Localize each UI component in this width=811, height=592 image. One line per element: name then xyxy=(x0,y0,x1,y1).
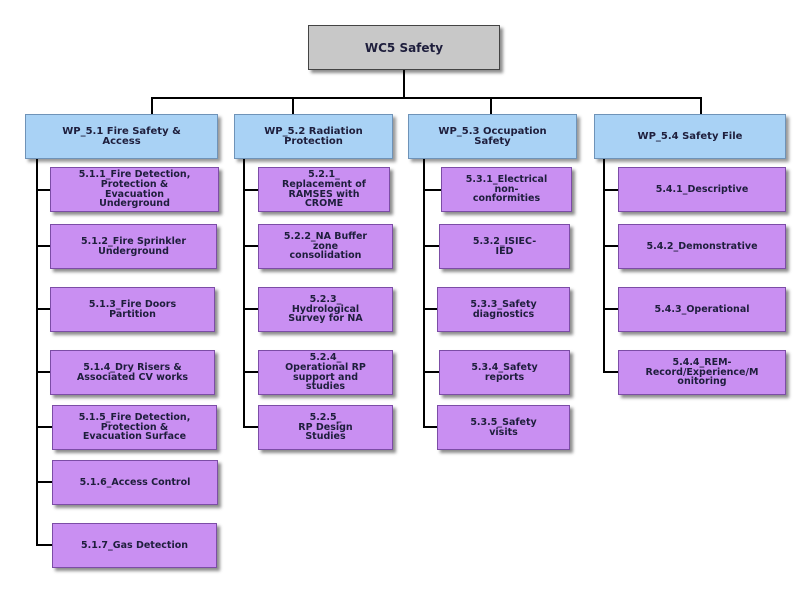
task-node-5-2-2: 5.2.2_NA Buffer zone consolidation xyxy=(258,224,393,269)
task-node-5-1-6: 5.1.6_Access Control xyxy=(52,460,218,505)
task-node-5-1-3: 5.1.3_Fire Doors Partition xyxy=(50,287,215,332)
task-node-5-3-1: 5.3.1_Electrical non- conformities xyxy=(441,167,572,212)
task-node-5-3-3: 5.3.3_Safety diagnostics xyxy=(437,287,570,332)
task-node-5-1-1: 5.1.1_Fire Detection, Protection & Evacu… xyxy=(50,167,219,212)
task-node-5-1-2: 5.1.2_Fire Sprinkler Underground xyxy=(50,224,217,269)
task-node-5-1-5: 5.1.5_Fire Detection, Protection & Evacu… xyxy=(52,405,217,450)
task-node-5-1-4: 5.1.4_Dry Risers & Associated CV works xyxy=(50,350,215,395)
root-node-wc5-safety: WC5 Safety xyxy=(308,25,500,70)
wp-node-5-2: WP_5.2 Radiation Protection xyxy=(234,114,393,159)
task-node-5-2-1: 5.2.1_ Replacement of RAMSES with CROME xyxy=(258,167,390,212)
wp-node-5-1: WP_5.1 Fire Safety & Access xyxy=(25,114,218,159)
task-node-5-1-7: 5.1.7_Gas Detection xyxy=(52,523,217,568)
task-node-5-2-3: 5.2.3_ Hydrological Survey for NA xyxy=(258,287,393,332)
task-node-5-4-4: 5.4.4_REM- Record/Experience/M onitoring xyxy=(618,350,786,395)
task-node-5-2-5: 5.2.5_ RP Design Studies xyxy=(258,405,393,450)
task-node-5-3-5: 5.3.5_Safety visits xyxy=(437,405,570,450)
task-node-5-4-2: 5.4.2_Demonstrative xyxy=(618,224,786,269)
task-node-5-3-4: 5.3.4_Safety reports xyxy=(439,350,570,395)
task-node-5-4-3: 5.4.3_Operational xyxy=(618,287,786,332)
task-node-5-3-2: 5.3.2_ISIEC- IED xyxy=(439,224,570,269)
wp-node-5-3: WP_5.3 Occupation Safety xyxy=(408,114,577,159)
task-node-5-4-1: 5.4.1_Descriptive xyxy=(618,167,786,212)
task-node-5-2-4: 5.2.4_ Operational RP support and studie… xyxy=(258,350,393,395)
wp-node-5-4: WP_5.4 Safety File xyxy=(594,114,786,159)
